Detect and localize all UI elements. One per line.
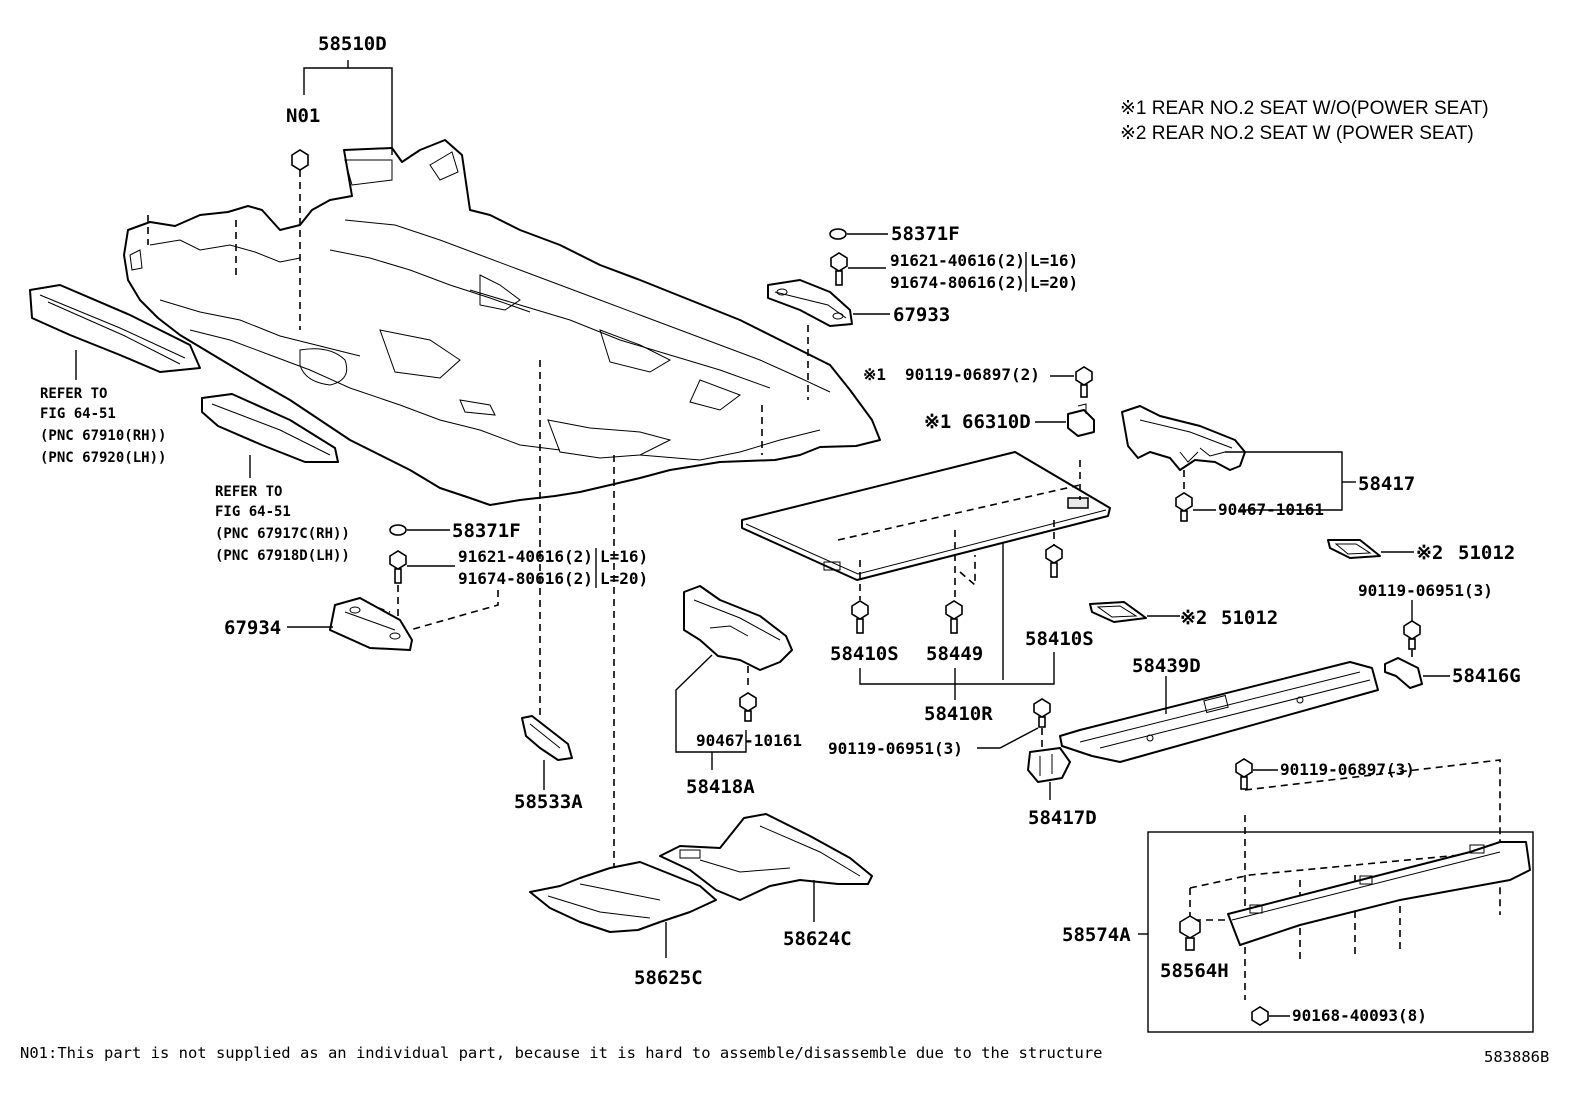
note-seat-without-power: ※1 REAR NO.2 SEAT W/O(POWER SEAT) xyxy=(1120,98,1489,119)
label-58417: 58417 xyxy=(1358,473,1415,495)
label-66310D: 66310D xyxy=(962,411,1031,433)
ref2-line3: (PNC 67917C(RH)) xyxy=(215,526,350,542)
rail-58574A xyxy=(1227,841,1531,946)
label-58564H: 58564H xyxy=(1160,960,1229,982)
label-91621-left: 91621-40616(2) xyxy=(458,547,593,566)
bracket-58417D xyxy=(1027,747,1071,783)
bracket-66310D xyxy=(1067,403,1095,437)
label-51012-top: 51012 xyxy=(1458,542,1515,564)
label-90119-06897-top: 90119-06897(2) xyxy=(905,365,1040,384)
label-90168: 90168-40093(8) xyxy=(1292,1006,1427,1025)
footnote-N01: N01:This part is not supplied as an indi… xyxy=(20,1044,1103,1062)
label-91621-top: 91621-40616(2) xyxy=(890,251,1025,270)
screw-90168-icon xyxy=(1251,1006,1269,1026)
label-58410S-b: 58410S xyxy=(1025,628,1094,650)
label-51012-mid-mark: ※2 xyxy=(1180,607,1207,629)
label-90119-06951-mid: 90119-06951(3) xyxy=(828,739,963,758)
label-67934: 67934 xyxy=(224,617,281,639)
label-58416G: 58416G xyxy=(1452,665,1521,687)
label-91674-top: 91674-80616(2) xyxy=(890,273,1025,292)
label-58625C: 58625C xyxy=(634,967,703,989)
label-58574A: 58574A xyxy=(1062,924,1131,946)
label-90467-right: 90467-10161 xyxy=(1218,500,1324,519)
bolt-90467-mid-icon xyxy=(739,692,757,722)
clip-58564H-icon xyxy=(1179,915,1201,951)
label-91621-left-length: L=16) xyxy=(600,547,648,566)
cover-51012-mid xyxy=(1089,601,1147,623)
floor-carpet-58510D xyxy=(123,139,881,506)
label-91674-top-length: L=20) xyxy=(1030,273,1078,292)
carpet-58624C xyxy=(659,813,873,901)
ref1-line1: REFER TO xyxy=(40,386,107,402)
label-58410S-a: 58410S xyxy=(830,643,899,665)
label-58510D: 58510D xyxy=(318,33,387,55)
label-91674-left-length: L=20) xyxy=(600,569,648,588)
label-67933: 67933 xyxy=(893,304,950,326)
bolt-90119-06897-top-icon xyxy=(1075,366,1093,398)
carpet-58625C xyxy=(529,861,717,933)
label-58533A: 58533A xyxy=(514,791,583,813)
sub-assembly-box xyxy=(1147,831,1534,1033)
label-66310D-mark: ※1 xyxy=(924,411,951,433)
label-58371F-top: 58371F xyxy=(891,223,960,245)
ref1-line3: (PNC 67910(RH)) xyxy=(40,428,166,444)
bolt-91621-left-icon xyxy=(389,550,407,584)
label-91674-left: 91674-80616(2) xyxy=(458,569,593,588)
label-58449: 58449 xyxy=(926,643,983,665)
label-51012-mid: 51012 xyxy=(1221,607,1278,629)
bracket-58417 xyxy=(1121,405,1246,471)
clip-N01-icon xyxy=(291,149,309,171)
panel-58410R xyxy=(741,451,1111,581)
diagram-id: 583886B xyxy=(1484,1048,1549,1066)
label-58418A: 58418A xyxy=(686,776,755,798)
bracket-58418A xyxy=(683,585,793,671)
reinforcement-58439D xyxy=(1059,661,1379,763)
bolt-90467-right-icon xyxy=(1175,492,1193,522)
label-58439D: 58439D xyxy=(1132,655,1201,677)
cap-58371F-left-icon xyxy=(389,524,407,536)
ref2-line4: (PNC 67918D(LH)) xyxy=(215,548,350,564)
label-N01: N01 xyxy=(286,105,320,127)
ref2-line2: FIG 64-51 xyxy=(215,504,291,520)
label-91621-top-length: L=16) xyxy=(1030,251,1078,270)
bracket-58533A xyxy=(521,715,573,761)
label-58371F-left: 58371F xyxy=(452,520,521,542)
bolt-91621-top-icon xyxy=(830,252,848,286)
bolt-90119-06897-bot-icon xyxy=(1235,758,1253,790)
clip-58449-icon xyxy=(945,600,963,634)
clip-58410S-b-icon xyxy=(1045,544,1063,578)
cover-51012-top xyxy=(1327,539,1381,559)
cap-58371F-top-icon xyxy=(829,228,847,240)
ref1-line2: FIG 64-51 xyxy=(40,406,116,422)
bracket-58416G xyxy=(1384,657,1423,689)
scuff-plate-front xyxy=(29,284,201,373)
label-90467-mid: 90467-10161 xyxy=(696,731,802,750)
label-58417D: 58417D xyxy=(1028,807,1097,829)
bracket-67934 xyxy=(329,597,413,651)
label-58624C: 58624C xyxy=(783,928,852,950)
ref1-line4: (PNC 67920(LH)) xyxy=(40,450,166,466)
label-90119-06897-top-mark: ※1 xyxy=(863,365,886,384)
clip-58410S-a-icon xyxy=(851,600,869,634)
label-51012-top-mark: ※2 xyxy=(1416,542,1443,564)
note-seat-with-power: ※2 REAR NO.2 SEAT W (POWER SEAT) xyxy=(1120,123,1474,144)
label-90119-06897-bot: 90119-06897(3) xyxy=(1280,760,1415,779)
bolt-90119-06951-mid-icon xyxy=(1033,698,1051,728)
scuff-plate-rear xyxy=(201,393,339,463)
bolt-90119-06951-right-icon xyxy=(1403,620,1421,650)
bracket-67933 xyxy=(767,279,853,327)
label-58410R: 58410R xyxy=(924,703,993,725)
ref2-line1: REFER TO xyxy=(215,484,282,500)
label-90119-06951-right: 90119-06951(3) xyxy=(1358,581,1493,600)
